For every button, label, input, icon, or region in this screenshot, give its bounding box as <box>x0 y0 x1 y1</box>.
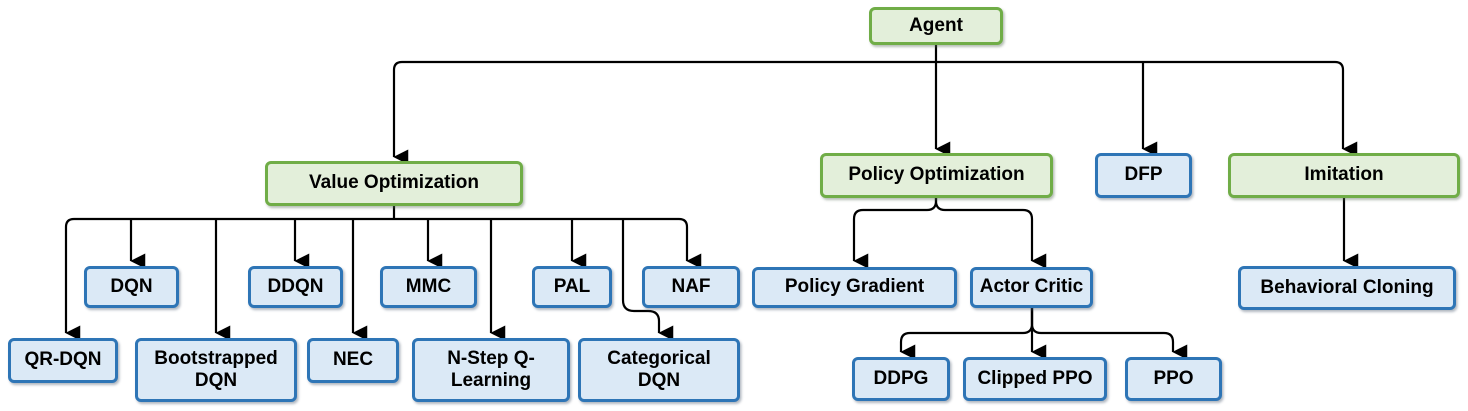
node-ddpg: DDPG <box>852 357 950 401</box>
edge-policy-optimization-policy-gradient <box>852 198 938 269</box>
edge-value-optimization-naf <box>394 217 702 269</box>
node-policy-gradient: Policy Gradient <box>752 267 957 308</box>
node-naf: NAF <box>642 266 740 308</box>
node-imitation: Imitation <box>1228 153 1460 198</box>
node-nec: NEC <box>307 338 399 383</box>
node-bootstrapped-dqn: Bootstrapped DQN <box>135 338 297 402</box>
node-ddqn: DDQN <box>248 266 343 308</box>
node-dfp: DFP <box>1095 153 1192 198</box>
node-mmc: MMC <box>380 266 477 308</box>
edge-agent-value-optimization <box>392 60 936 165</box>
edge-actor-critic-ddpg <box>899 308 1034 360</box>
node-behavioral-cloning: Behavioral Cloning <box>1238 266 1456 310</box>
node-qr-dqn: QR-DQN <box>8 338 118 383</box>
node-categorical-dqn: Categorical DQN <box>578 338 740 402</box>
node-actor-critic: Actor Critic <box>970 267 1093 308</box>
node-pal: PAL <box>532 266 612 308</box>
edge-agent-imitation <box>936 60 1358 157</box>
node-nstep-q-learning: N-Step Q-Learning <box>412 338 570 402</box>
edge-actor-critic-ppo <box>1030 308 1188 360</box>
edge-policy-optimization-actor-critic <box>934 198 1047 269</box>
node-ppo: PPO <box>1125 357 1222 401</box>
node-agent: Agent <box>869 7 1003 45</box>
node-policy-optimization: Policy Optimization <box>820 153 1053 198</box>
node-value-optimization: Value Optimization <box>265 161 523 206</box>
node-clipped-ppo: Clipped PPO <box>963 357 1107 401</box>
node-dqn: DQN <box>84 266 179 308</box>
